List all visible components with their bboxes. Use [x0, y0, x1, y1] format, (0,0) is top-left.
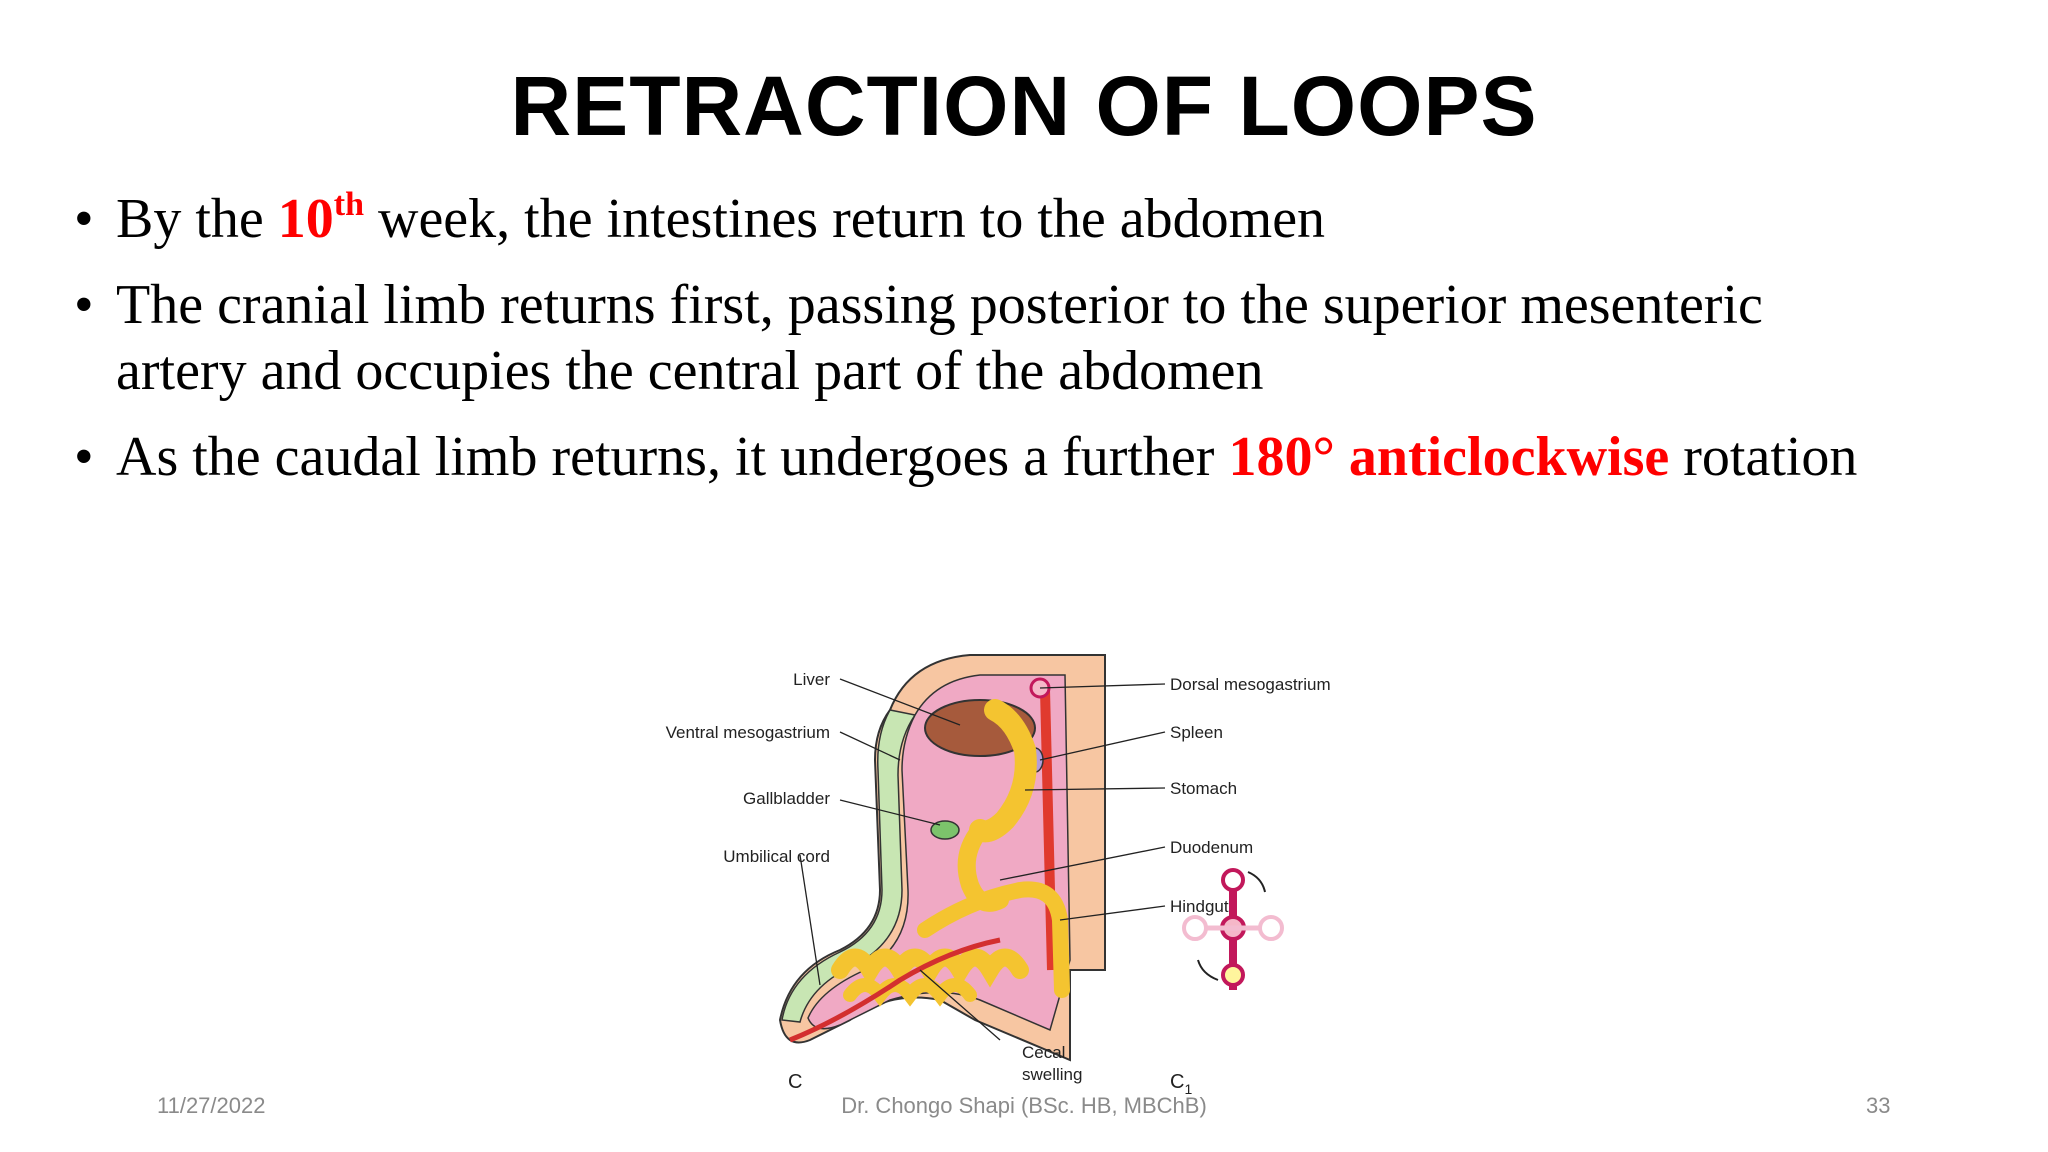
- label-spleen: Spleen: [1170, 723, 1223, 742]
- bullet-symbol: •: [74, 274, 94, 336]
- highlight-text: 10: [277, 188, 334, 250]
- rotation-arrow: [1247, 871, 1266, 893]
- label-hindgut: Hindgut: [1170, 897, 1229, 916]
- stomach-shape: [969, 699, 1037, 843]
- aorta-shape: [1040, 689, 1057, 971]
- bullet-text: artery and occupies the central part of …: [116, 340, 1264, 402]
- panel-label-c1-letter: C: [1170, 1071, 1184, 1093]
- bullet-text: The cranial limb returns first, passing …: [116, 274, 1763, 336]
- bullet-item: • By the 10th week, the intestines retur…: [74, 186, 2014, 252]
- bullet-text: week, the intestines return to the abdom…: [364, 188, 1326, 250]
- abdominal-cavity: [807, 674, 1071, 1032]
- label-umbilical-cord: Umbilical cord: [723, 847, 830, 866]
- bullet-list: • By the 10th week, the intestines retur…: [74, 186, 2014, 510]
- bullet-text: As the caudal limb returns, it undergoes…: [116, 426, 1229, 488]
- bullet-text: By the: [116, 188, 278, 250]
- label-gallbladder: Gallbladder: [743, 789, 830, 808]
- label-swelling: swelling: [1022, 1065, 1082, 1084]
- bullet-text: rotation: [1669, 426, 1858, 488]
- superscript: th: [333, 186, 364, 223]
- rotation-bottom: [1221, 963, 1245, 987]
- panel-label-c: C: [788, 1071, 802, 1093]
- footer-date: 11/27/2022: [157, 1093, 266, 1118]
- intestine-coils: [831, 948, 1029, 988]
- mesenteric-artery: [789, 937, 1001, 1043]
- label-cecal: Cecal: [1022, 1043, 1065, 1062]
- footer-author: Dr. Chongo Shapi (BSc. HB, MBChB): [841, 1093, 1207, 1118]
- highlight-text: 180° anticlockwise: [1228, 426, 1670, 488]
- panel-label-c1-sub: 1: [1184, 1081, 1192, 1097]
- label-stomach: Stomach: [1170, 779, 1237, 798]
- label-dorsal-mesogastrium: Dorsal mesogastrium: [1170, 675, 1331, 694]
- intestine-rotation-diagram: Liver Ventral mesogastrium Gallbladder U…: [666, 654, 1331, 1097]
- hindgut-shape: [917, 881, 1070, 998]
- bullet-item: • As the caudal limb returns, it undergo…: [74, 424, 2014, 490]
- rotation-right: [1258, 915, 1284, 941]
- panel-label-c1: C1: [1170, 1071, 1192, 1097]
- label-liver: Liver: [793, 670, 830, 689]
- rotation-left: [1182, 915, 1208, 941]
- footer-page-number: 33: [1866, 1093, 1891, 1118]
- bullet-symbol: •: [74, 188, 94, 250]
- ventral-wall: [781, 709, 917, 1023]
- slide-title: RETRACTION OF LOOPS: [510, 59, 1538, 153]
- gallbladder-shape: [930, 820, 960, 840]
- bullet-item: • The cranial limb returns first, passin…: [74, 272, 2014, 404]
- leader-lines: [799, 678, 1166, 1041]
- intestine-coils: [843, 978, 977, 1007]
- rotation-top: [1221, 868, 1245, 892]
- label-duodenum: Duodenum: [1170, 838, 1253, 857]
- bullet-symbol: •: [74, 426, 94, 488]
- label-ventral-mesogastrium: Ventral mesogastrium: [666, 723, 830, 742]
- rotation-arrow: [1197, 959, 1219, 981]
